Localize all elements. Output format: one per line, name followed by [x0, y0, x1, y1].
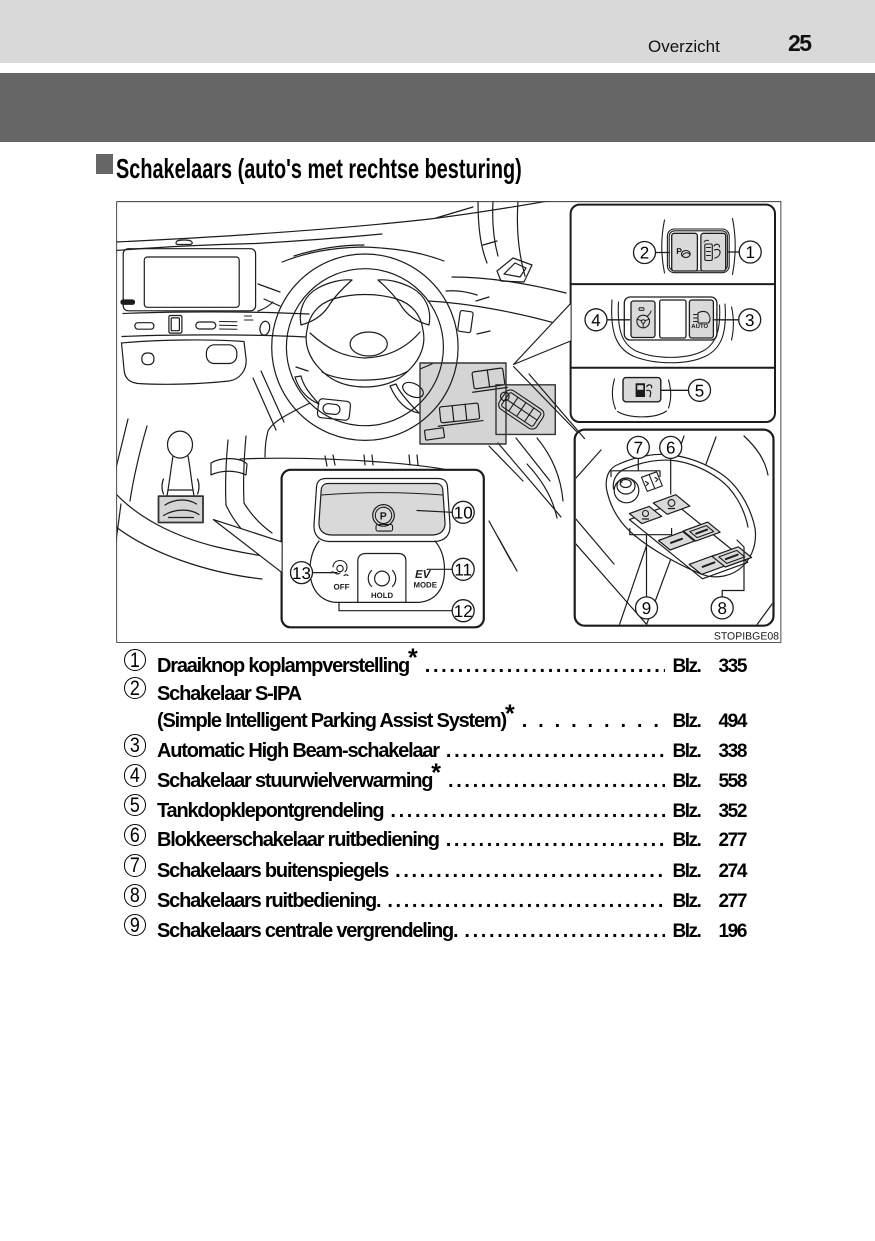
svg-text:1: 1: [745, 243, 754, 262]
svg-text:STOPIBGE08: STOPIBGE08: [714, 631, 779, 643]
svg-text:7: 7: [634, 439, 643, 458]
svg-text:6: 6: [666, 439, 675, 458]
svg-text:10: 10: [454, 504, 473, 523]
svg-text:4: 4: [591, 311, 600, 330]
svg-text:9: 9: [642, 599, 651, 618]
svg-text:11: 11: [454, 561, 472, 580]
svg-text:13: 13: [292, 564, 311, 583]
svg-text:P: P: [380, 511, 387, 523]
svg-text:AUTO: AUTO: [691, 323, 708, 330]
svg-text:8: 8: [717, 599, 726, 618]
svg-text:HOLD: HOLD: [371, 591, 393, 600]
svg-text:3: 3: [745, 311, 754, 330]
svg-text:P: P: [676, 246, 682, 256]
svg-text:MODE: MODE: [414, 581, 437, 590]
svg-text:OFF: OFF: [334, 583, 350, 592]
svg-text:5: 5: [695, 382, 704, 401]
svg-text:12: 12: [454, 602, 473, 621]
svg-text:2: 2: [640, 244, 649, 263]
svg-text:EV: EV: [415, 569, 432, 581]
